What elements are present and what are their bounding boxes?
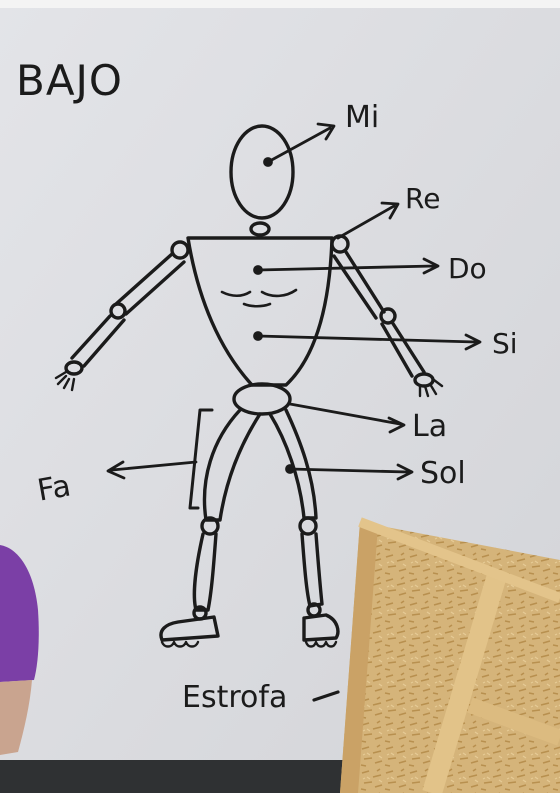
label-sol: Sol bbox=[420, 456, 466, 491]
label-fa: Fa bbox=[35, 468, 73, 508]
top-edge bbox=[0, 0, 560, 8]
label-estrofa: Estrofa bbox=[182, 680, 287, 715]
board-title: BAJO bbox=[16, 56, 123, 105]
label-la: La bbox=[412, 409, 447, 444]
label-re: Re bbox=[405, 182, 440, 215]
label-si: Si bbox=[492, 327, 518, 360]
label-mi: Mi bbox=[345, 100, 379, 135]
label-do: Do bbox=[448, 252, 487, 285]
